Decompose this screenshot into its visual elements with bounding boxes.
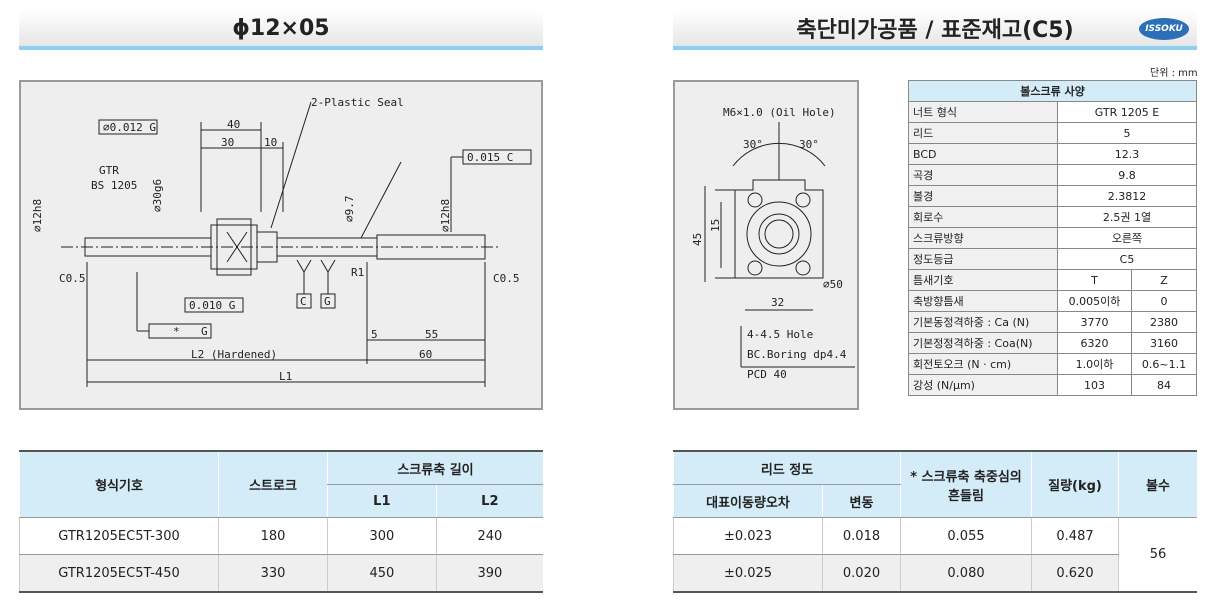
balls-value: 56 — [1118, 517, 1197, 593]
bs-label: BS 1205 — [91, 179, 137, 192]
gtr-label: GTR — [99, 164, 119, 177]
flatness-box: 0.010 G — [189, 299, 235, 312]
nut-drawing: M6×1.0 (Oil Hole) 30° 30° 15 45 32 ⌀50 4… — [691, 106, 855, 381]
datum-g-box: G — [324, 295, 331, 308]
model-table: 형식기호 스트로크 스크류축 길이 L1 L2 GTR1205EC5T-300 … — [19, 450, 543, 593]
accuracy-table: 리드 정도 * 스크류축 축중심의 흔들림 질량(kg) 볼수 대표이동량오차 … — [673, 450, 1197, 593]
angle-30-right: 30° — [799, 138, 819, 151]
col-var: 변동 — [822, 484, 901, 518]
dim-60: 60 — [419, 348, 432, 361]
shaft-drawing-panel: 2-Plastic Seal 40 30 10 ⌀0.012 G ⌀30g6 G… — [19, 80, 543, 410]
right-section-header: 축단미가공품 / 표준재고(C5) ISSOKU — [673, 10, 1197, 50]
right-header-title: 축단미가공품 / 표준재고(C5) — [796, 18, 1074, 43]
unit-label: 단위 : mm — [1150, 68, 1198, 79]
chamfer-left: C0.5 — [59, 272, 86, 285]
dim-55: 55 — [425, 328, 438, 341]
col-l2: L2 — [435, 484, 543, 518]
l1-label: L1 — [279, 370, 292, 383]
left-header-title: ϕ12×05 — [232, 15, 330, 41]
col-rep: 대표이동량오차 — [673, 484, 823, 518]
dim-15: 15 — [709, 219, 722, 232]
table-row: ±0.025 0.020 0.080 0.620 — [673, 554, 1198, 593]
l2-label: L2 (Hardened) — [191, 348, 277, 361]
col-length: 스크류축 길이 — [327, 451, 543, 485]
spec-title: 볼스크류 사양 — [908, 80, 1197, 102]
brand-logo: ISSOKU — [1139, 18, 1189, 40]
col-lead: 리드 정도 — [673, 451, 901, 485]
nut-drawing-panel: M6×1.0 (Oil Hole) 30° 30° 15 45 32 ⌀50 4… — [673, 80, 859, 410]
col-stroke: 스트로크 — [218, 451, 328, 518]
plastic-seal-label: 2-Plastic Seal — [311, 96, 404, 109]
col-mass: 질량(kg) — [1031, 451, 1119, 518]
datum-c-box: C — [300, 295, 307, 308]
shaft-dia-30: ⌀30g6 — [151, 179, 164, 212]
table-row: GTR1205EC5T-450 330 450 390 — [19, 554, 543, 593]
dia-97-label: ⌀9.7 — [343, 196, 356, 223]
dia-50: ⌀50 — [823, 278, 843, 291]
shaft-drawing: 2-Plastic Seal 40 30 10 ⌀0.012 G ⌀30g6 G… — [31, 96, 532, 387]
r1-label: R1 — [351, 266, 364, 279]
col-balls: 볼수 — [1118, 451, 1197, 518]
table-row: ±0.023 0.018 0.055 0.487 56 — [673, 517, 1197, 593]
dim-45: 45 — [691, 233, 704, 246]
oil-hole-label: M6×1.0 (Oil Hole) — [723, 106, 836, 119]
left-dia-label: ⌀12h8 — [31, 199, 44, 232]
boring-label: BC.Boring dp4.4 — [747, 348, 847, 361]
holes-label: 4-4.5 Hole — [747, 328, 813, 341]
pcd-label: PCD 40 — [747, 368, 787, 381]
chamfer-right: C0.5 — [493, 272, 520, 285]
right-dia-label: ⌀12h8 — [439, 199, 452, 232]
col-l1: L1 — [327, 484, 437, 518]
table-row: GTR1205EC5T-300 180 300 240 — [19, 517, 543, 555]
runout-box: 0.015 C — [467, 151, 513, 164]
dim-32: 32 — [771, 296, 784, 309]
dim-10: 10 — [264, 136, 277, 149]
col-model: 형식기호 — [19, 451, 219, 518]
dim-30: 30 — [221, 136, 234, 149]
left-section-header: ϕ12×05 — [19, 10, 543, 50]
dim-40: 40 — [227, 118, 240, 131]
star-mark: * — [173, 325, 180, 338]
dim-5: 5 — [371, 328, 378, 341]
angle-30-left: 30° — [743, 138, 763, 151]
datum-g-ref: G — [201, 325, 208, 338]
perpendicularity-box: ⌀0.012 G — [103, 121, 156, 134]
col-runout: * 스크류축 축중심의 흔들림 — [900, 451, 1032, 518]
